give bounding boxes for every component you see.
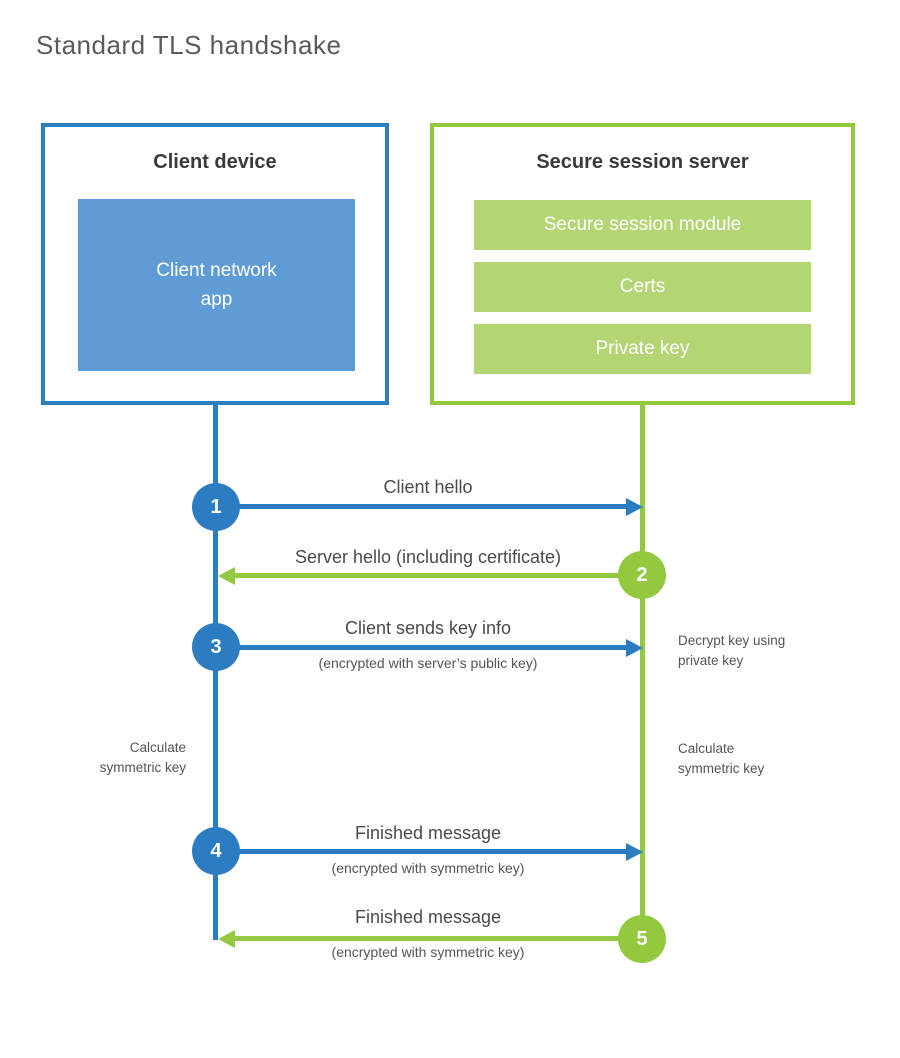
server-lifeline: [640, 405, 645, 963]
step-4-arrow-shaft: [215, 849, 627, 854]
client-network-app-box: Client network app: [78, 199, 355, 371]
client-device-box: Client device Client network app: [41, 123, 389, 405]
server-module-private-key: Private key: [474, 324, 811, 374]
client-calculate-symmetric-key-note: Calculate symmetric key: [99, 740, 186, 775]
step-2-badge: 2: [618, 551, 666, 599]
step-4-arrowhead-icon: [626, 843, 643, 861]
step-3-arrowhead-icon: [626, 639, 643, 657]
step-4-badge: 4: [192, 827, 240, 875]
step-5-message-sublabel: (encrypted with symmetric key): [331, 944, 525, 960]
step-5-message-label: Finished message: [354, 907, 502, 927]
step-4-message-label: Finished message: [354, 823, 502, 843]
step-2-arrow-shaft: [234, 573, 642, 578]
secure-session-server-box: Secure session server Secure session mod…: [430, 123, 855, 405]
step-1-message-label: Client hello: [383, 477, 473, 497]
step-5-badge: 5: [618, 915, 666, 963]
step-3-arrow-shaft: [215, 645, 627, 650]
server-title: Secure session server: [536, 151, 749, 173]
step-2-message-label: Server hello (including certificate): [294, 547, 562, 567]
step-3-message-sublabel: (encrypted with server’s public key): [318, 655, 538, 671]
step-4-message-sublabel: (encrypted with symmetric key): [331, 860, 525, 876]
client-lifeline: [213, 405, 218, 940]
server-module-certs: Certs: [474, 262, 811, 312]
step-3-message-label: Client sends key info: [344, 618, 512, 638]
step-1-badge: 1: [192, 483, 240, 531]
step-1-arrowhead-icon: [626, 498, 643, 516]
server-calculate-symmetric-key-note: Calculate symmetric key: [678, 741, 765, 776]
client-device-title: Client device: [153, 151, 277, 173]
server-module-secure-session: Secure session module: [474, 200, 811, 250]
step-1-arrow-shaft: [215, 504, 627, 509]
step-5-arrow-shaft: [234, 936, 642, 941]
step-3-badge: 3: [192, 623, 240, 671]
step-2-arrowhead-icon: [218, 567, 235, 585]
step-5-arrowhead-icon: [218, 930, 235, 948]
page-title: Standard TLS handshake: [36, 30, 342, 60]
server-decrypt-key-note: Decrypt key using private key: [678, 633, 786, 668]
